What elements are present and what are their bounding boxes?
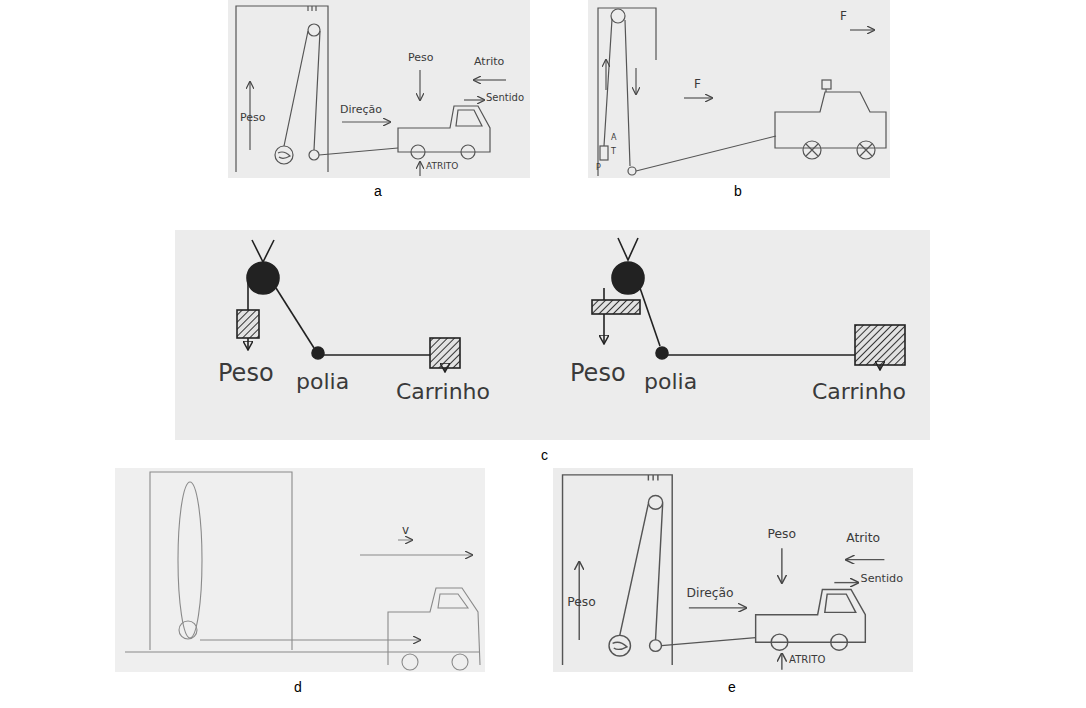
sketch-label: F [840, 10, 847, 23]
sketch-stroke [247, 262, 279, 294]
panel-letter: c [541, 448, 548, 463]
sketch-stroke [125, 651, 480, 652]
sketch-label: Direção [687, 587, 734, 601]
sketch-stroke [175, 230, 930, 440]
sketch-stroke [668, 354, 855, 356]
sketch-stroke [588, 0, 890, 178]
sketch-stroke [855, 325, 905, 365]
sketch-label: polia [296, 370, 349, 394]
sketch-stroke [656, 347, 668, 359]
sketch-stroke [803, 141, 821, 159]
sketch-label: polia [644, 370, 697, 394]
sketch-label: ATRITO [789, 654, 825, 665]
panel-b-sketch [588, 0, 890, 178]
sketch-stroke [879, 365, 881, 370]
sketch-stroke [452, 654, 468, 670]
panel-letter: d [294, 680, 302, 695]
sketch-label: Peso [768, 528, 797, 542]
sketch-stroke [252, 240, 274, 262]
sketch-stroke [618, 238, 638, 260]
sketch-stroke [603, 288, 605, 300]
sketch-stroke [592, 300, 640, 314]
sketch-label: Peso [567, 596, 596, 610]
panel-letter: b [734, 184, 742, 199]
sketch-stroke [237, 238, 905, 372]
sketch-label: T [611, 148, 616, 157]
sketch-stroke [312, 347, 324, 359]
panel-c-sketch [175, 230, 930, 440]
sketch-label: Sentido [486, 92, 524, 103]
sketch-stroke [360, 554, 472, 555]
sketch-stroke [640, 288, 660, 346]
sketch-label: F [694, 78, 701, 91]
sketch-label: Carrinho [812, 380, 906, 404]
sketch-stroke [611, 9, 625, 23]
sketch-stroke [684, 97, 712, 98]
sketch-stroke [635, 68, 636, 94]
sketch-stroke [775, 92, 886, 148]
sketch-stroke [438, 594, 468, 608]
sketch-stroke [115, 468, 485, 672]
sketch-label: Peso [570, 360, 626, 386]
sketch-stroke [600, 146, 608, 160]
sketch-stroke [247, 282, 249, 310]
sketch-label: Atrito [846, 532, 880, 546]
sketch-stroke [825, 89, 826, 92]
sketch-stroke [612, 262, 644, 294]
sketch-stroke [388, 588, 480, 665]
sketch-stroke [603, 314, 605, 344]
sketch-stroke [247, 338, 249, 350]
sketch-label: Carrinho [396, 380, 490, 404]
sketch-label: Direção [340, 104, 382, 116]
sketch-stroke [860, 144, 872, 156]
sketch-stroke [628, 167, 636, 175]
sketch-stroke [598, 8, 886, 176]
sketch-stroke [179, 621, 197, 639]
sketch-stroke [430, 338, 460, 368]
sketch-stroke [178, 482, 202, 638]
panel-d-sketch [115, 468, 485, 672]
panel-e-sketch [553, 468, 913, 672]
sketch-stroke [402, 654, 418, 670]
sketch-stroke [324, 354, 430, 356]
sketch-stroke [806, 144, 818, 156]
panel-letter: e [728, 680, 736, 695]
sketch-stroke [598, 8, 656, 176]
sketch-stroke [276, 288, 314, 348]
panel-a-sketch [228, 0, 530, 178]
sketch-stroke [125, 472, 480, 670]
sketch-label: Peso [408, 52, 433, 64]
sketch-label: Sentido [861, 573, 904, 585]
sketch-stroke [604, 19, 630, 166]
sketch-stroke [605, 60, 606, 90]
sketch-label: P [596, 164, 601, 173]
panel-letter: a [374, 184, 382, 199]
sketch-stroke [822, 80, 831, 89]
sketch-label: Peso [240, 112, 265, 124]
sketch-stroke [150, 472, 292, 650]
sketch-stroke [200, 639, 420, 640]
sketch-stroke [850, 29, 874, 30]
sketch-stroke [237, 310, 259, 338]
sketch-label: Atrito [474, 56, 504, 68]
sketch-stroke [636, 136, 776, 171]
sketch-stroke [444, 368, 446, 372]
sketch-stroke [857, 141, 875, 159]
sketch-label: Peso [218, 360, 274, 386]
sketch-label: ATRITO [426, 162, 458, 172]
sketch-stroke [398, 539, 412, 540]
sketch-label: v [402, 524, 409, 537]
sketch-label: A [611, 134, 616, 143]
